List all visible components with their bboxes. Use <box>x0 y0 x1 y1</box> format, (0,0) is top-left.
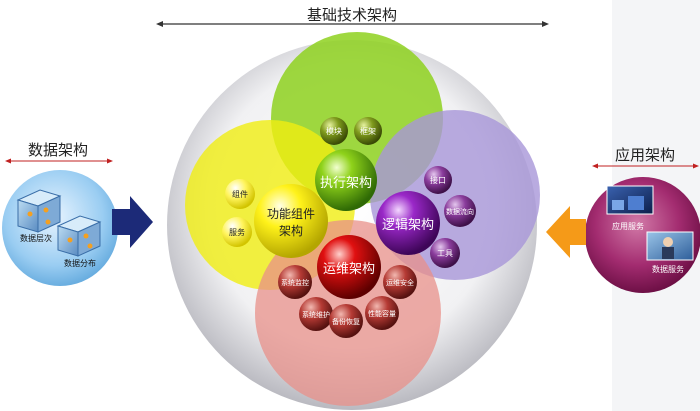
data-distribution-label: 数据分布 <box>64 258 96 268</box>
header: 基础技术架构 <box>156 6 549 27</box>
ops-module: 系统监控 运维安全 系统维护 备份恢复 性能容量 运维架构 <box>278 235 417 338</box>
module-sub-label: 工具 <box>437 249 453 258</box>
data-architecture: 数据架构 数据层次 数据分布 <box>2 141 118 286</box>
logic-ball <box>376 191 440 255</box>
application-architecture-title: 应用架构 <box>615 146 675 164</box>
module-sub-label: 系统维护 <box>302 310 330 319</box>
sub-ball <box>383 265 417 299</box>
functional-ball <box>254 184 328 258</box>
sub-ball <box>329 304 363 338</box>
logic-label: 逻辑架构 <box>382 218 434 233</box>
module-sub-label: 性能容量 <box>368 309 396 318</box>
functional-label: 功能组件 <box>267 207 315 221</box>
application-architecture: 应用架构 应用服务 数据服务 <box>585 146 700 293</box>
execution-ball <box>315 149 377 211</box>
arrow-head-right-icon <box>107 158 113 164</box>
sub-ball <box>424 166 452 194</box>
execution-module: 模块 框架 执行架构 <box>315 117 382 211</box>
cube-icon <box>56 215 102 257</box>
sub-ball <box>320 117 348 145</box>
module-sub-label: 系统监控 <box>281 278 309 287</box>
arrow-head-right-icon <box>693 163 699 169</box>
arrow-head-left-icon <box>156 21 163 27</box>
sub-ball <box>365 296 399 330</box>
arrow-left-icon <box>546 206 586 258</box>
sub-ball <box>222 217 252 247</box>
sub-ball <box>354 117 382 145</box>
ops-ball <box>317 235 381 299</box>
sub-ball <box>299 297 333 331</box>
page-title: 基础技术架构 <box>307 6 397 24</box>
cube-icon <box>16 189 62 233</box>
module-sub-label: 框架 <box>360 126 376 136</box>
sub-ball <box>444 195 476 227</box>
functional-module: 组件 服务 功能组件 架构 <box>222 179 328 258</box>
app-service-label: 应用服务 <box>612 221 644 231</box>
module-sub-label: 数据流向 <box>446 207 474 216</box>
arrow-head-right-icon <box>542 21 549 27</box>
module-sub-label: 服务 <box>229 227 245 237</box>
execution-label: 执行架构 <box>320 176 372 191</box>
sub-ball <box>225 179 255 209</box>
module-sub-label: 组件 <box>232 189 248 199</box>
sub-ball <box>430 238 460 268</box>
sub-ball <box>278 265 312 299</box>
functional-label: 架构 <box>279 223 303 238</box>
data-architecture-title: 数据架构 <box>28 141 88 159</box>
arrow-head-left-icon <box>592 163 598 169</box>
module-sub-label: 模块 <box>326 126 342 136</box>
arrow-head-left-icon <box>5 158 11 164</box>
ops-label: 运维架构 <box>323 262 375 277</box>
module-sub-label: 运维安全 <box>386 278 414 287</box>
arrow-right-icon <box>112 196 153 248</box>
data-level-label: 数据层次 <box>20 233 52 243</box>
module-sub-label: 接口 <box>430 175 446 185</box>
data-service-label: 数据服务 <box>652 264 684 274</box>
logic-module: 接口 数据流向 工具 逻辑架构 <box>376 166 476 268</box>
module-sub-label: 备份恢复 <box>332 317 360 326</box>
